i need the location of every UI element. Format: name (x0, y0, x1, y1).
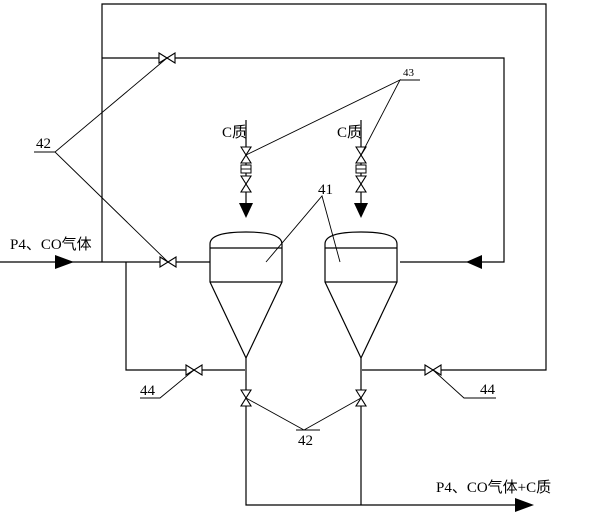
feed-arrow-right (354, 203, 368, 218)
leader-42-left (54, 57, 169, 263)
outer-recycle-pipe (101, 3, 547, 371)
ref-42-left: 42 (36, 136, 51, 152)
top-bypass-pipe (102, 57, 505, 263)
ref-44-right: 44 (480, 382, 496, 398)
outlet-label: P4、CO气体+C质 (436, 479, 551, 496)
feed-arrow-left (239, 203, 253, 218)
inlet-label: P4、CO气体 (10, 236, 92, 253)
feed-label-left: C质 (222, 124, 247, 141)
feed-label-right: C质 (337, 124, 362, 141)
ref-43: 43 (403, 67, 415, 79)
vessel-left (209, 231, 283, 360)
vessel-right (324, 231, 398, 360)
left-bottom-pipe (245, 358, 515, 506)
valve-feed-left-2[interactable] (240, 175, 252, 193)
leader-44-left (140, 369, 195, 399)
ref-44-left: 44 (140, 383, 156, 399)
valve-feed-right-2[interactable] (355, 175, 367, 193)
ref-42-bottom: 42 (298, 433, 313, 449)
lower-bypass-pipe (125, 262, 245, 371)
leader-43 (245, 78, 402, 156)
return-arrow (466, 255, 482, 269)
ref-41: 41 (318, 182, 333, 198)
leader-42-bottom (245, 397, 362, 431)
leader-41 (265, 195, 341, 263)
outlet-arrow (515, 498, 534, 512)
inlet-arrow (55, 255, 74, 269)
leader-44-right (432, 369, 496, 399)
